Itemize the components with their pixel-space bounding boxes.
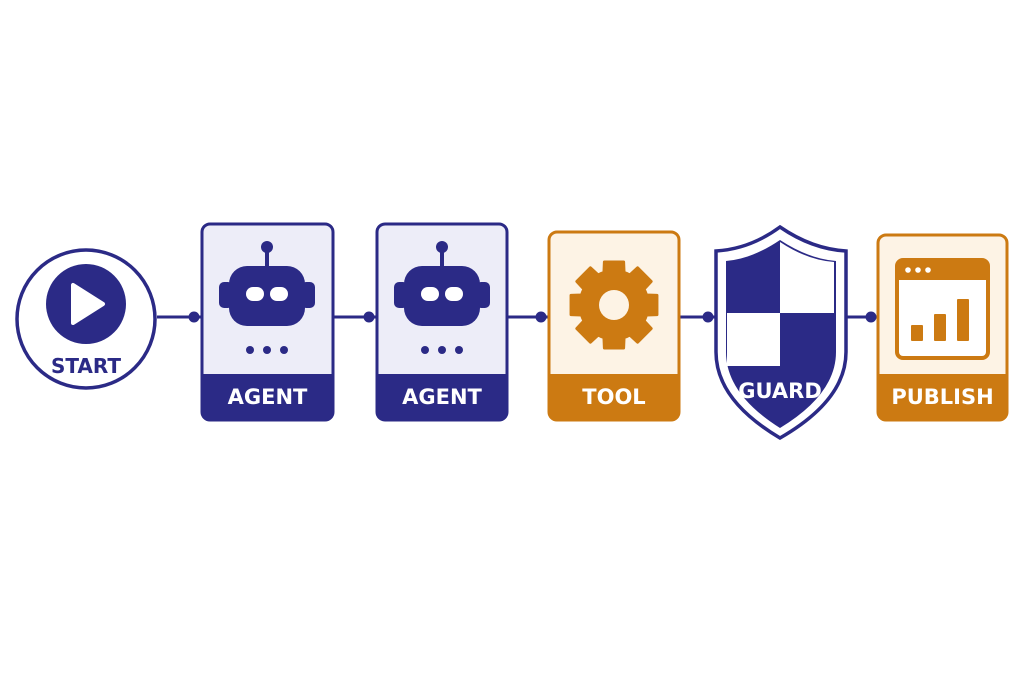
connector-start-agent xyxy=(157,311,202,323)
connector-tool-guard xyxy=(679,311,716,323)
agent-node-1[interactable]: AGENT xyxy=(200,222,335,422)
shield-icon xyxy=(726,240,836,428)
connector-guard-publish xyxy=(846,311,878,323)
publish-node[interactable]: PUBLISH xyxy=(876,233,1009,422)
robot-icon xyxy=(394,241,490,354)
guard-node-label: GUARD xyxy=(738,379,822,403)
gear-icon xyxy=(569,260,659,350)
agent-node-2[interactable]: AGENT xyxy=(375,222,509,422)
browser-chart-icon xyxy=(895,258,990,360)
tool-node-label: TOOL xyxy=(582,385,645,409)
start-label: START xyxy=(51,354,121,378)
tool-node[interactable]: TOOL xyxy=(547,230,681,422)
robot-icon xyxy=(219,241,315,354)
connectors xyxy=(157,311,878,323)
guard-node[interactable]: GUARD xyxy=(714,224,848,441)
gear-hole xyxy=(599,290,629,320)
publish-node-label: PUBLISH xyxy=(891,385,993,409)
agent-node-1-label: AGENT xyxy=(228,385,308,409)
connector-agent-agent xyxy=(333,311,377,323)
agent-node-2-label: AGENT xyxy=(402,385,482,409)
start-node[interactable]: START xyxy=(15,248,157,390)
connector-agent-tool xyxy=(507,311,549,323)
play-icon xyxy=(46,264,126,344)
